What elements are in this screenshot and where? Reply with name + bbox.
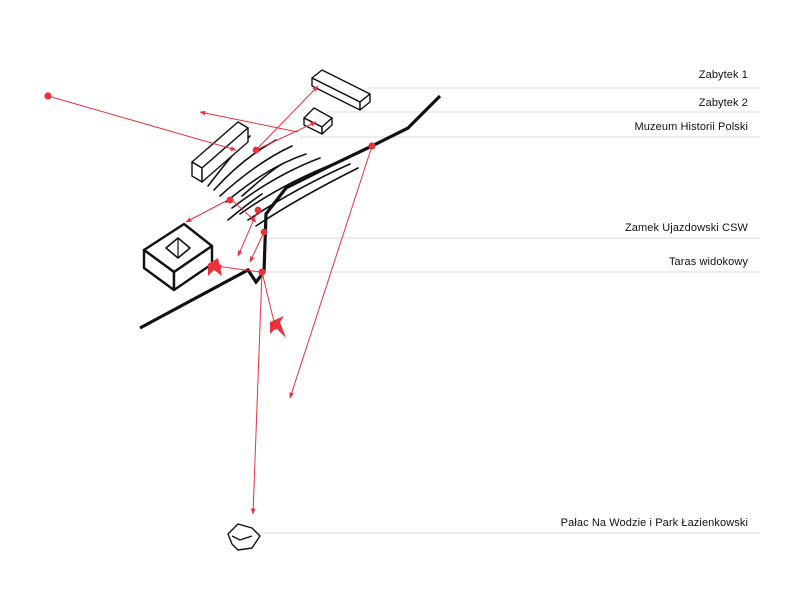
sightline-muzeum-west xyxy=(199,110,299,133)
zabytek-1-building xyxy=(311,69,371,111)
sightline-to-zabytek-1 xyxy=(255,85,319,151)
sightline-far-west xyxy=(47,95,237,151)
viewpoint-far-west xyxy=(44,92,52,100)
view-markers xyxy=(208,258,286,338)
viewpoint-muzeum xyxy=(252,146,260,154)
label-palac: Pałac Na Wodzie i Park Łazienkowski xyxy=(560,517,748,529)
palac-na-wodzie-building xyxy=(227,523,261,551)
viewpoint-taras xyxy=(258,268,266,276)
viewpoint-slope xyxy=(254,206,262,214)
escarpment-line xyxy=(139,94,442,330)
viewpoint-contour xyxy=(226,196,234,204)
sightline-contour-west xyxy=(185,199,229,223)
label-zabytek-1: Zabytek 1 xyxy=(698,69,748,81)
label-zamek: Zamek Ujazdowski CSW xyxy=(624,222,748,234)
label-taras: Taras widokowy xyxy=(668,256,748,268)
sightlines xyxy=(47,85,373,515)
sightline-terrace-south xyxy=(289,145,373,399)
viewpoint-escarpment-top xyxy=(368,142,376,150)
viewpoint-zamek xyxy=(260,228,268,236)
view-marker-zamek xyxy=(208,258,222,276)
sightline-zamek-down xyxy=(237,209,259,257)
muzeum-building xyxy=(191,121,249,183)
leader-lines xyxy=(258,87,760,534)
terrain-contours xyxy=(207,135,359,227)
sightline-to-palac xyxy=(250,271,263,515)
label-zabytek-2: Zabytek 2 xyxy=(698,97,748,109)
zamek-ujazdowski-building xyxy=(142,222,214,292)
sightline-to-zabytek-2 xyxy=(255,121,317,151)
sightline-to-zamek xyxy=(215,264,261,273)
view-marker-terrace xyxy=(270,316,286,338)
sightline-zamek-mid xyxy=(249,231,265,263)
sightline-contour-east xyxy=(231,199,257,223)
view-points xyxy=(44,92,376,276)
label-muzeum: Muzeum Historii Polski xyxy=(634,121,748,133)
sightline-terrace-down xyxy=(261,271,278,331)
